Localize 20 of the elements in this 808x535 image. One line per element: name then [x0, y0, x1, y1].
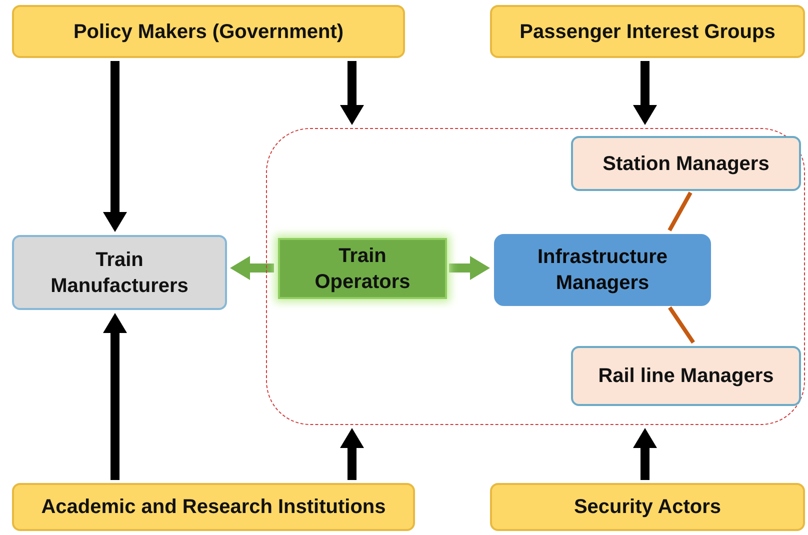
arrow [633, 428, 657, 480]
infrastructure-box: Infrastructure Managers [494, 234, 711, 306]
arrow [340, 428, 364, 480]
arrow [103, 61, 127, 232]
arrow [340, 61, 364, 125]
arrow [230, 256, 274, 280]
stakeholder-box: Academic and Research Institutions [12, 483, 415, 531]
connector-line [668, 306, 695, 344]
arrow [633, 61, 657, 125]
dashed-region [266, 128, 805, 425]
arrow [103, 313, 127, 480]
connector-line [668, 192, 692, 232]
stakeholder-box: Policy Makers (Government) [12, 5, 405, 58]
arrow [449, 256, 490, 280]
manager-box: Station Managers [571, 136, 801, 191]
stakeholder-box: Passenger Interest Groups [490, 5, 805, 58]
manager-box: Rail line Managers [571, 346, 801, 406]
stakeholder-box: Security Actors [490, 483, 805, 531]
manufacturer-box: Train Manufacturers [12, 235, 227, 310]
operator-box: Train Operators [278, 238, 447, 299]
